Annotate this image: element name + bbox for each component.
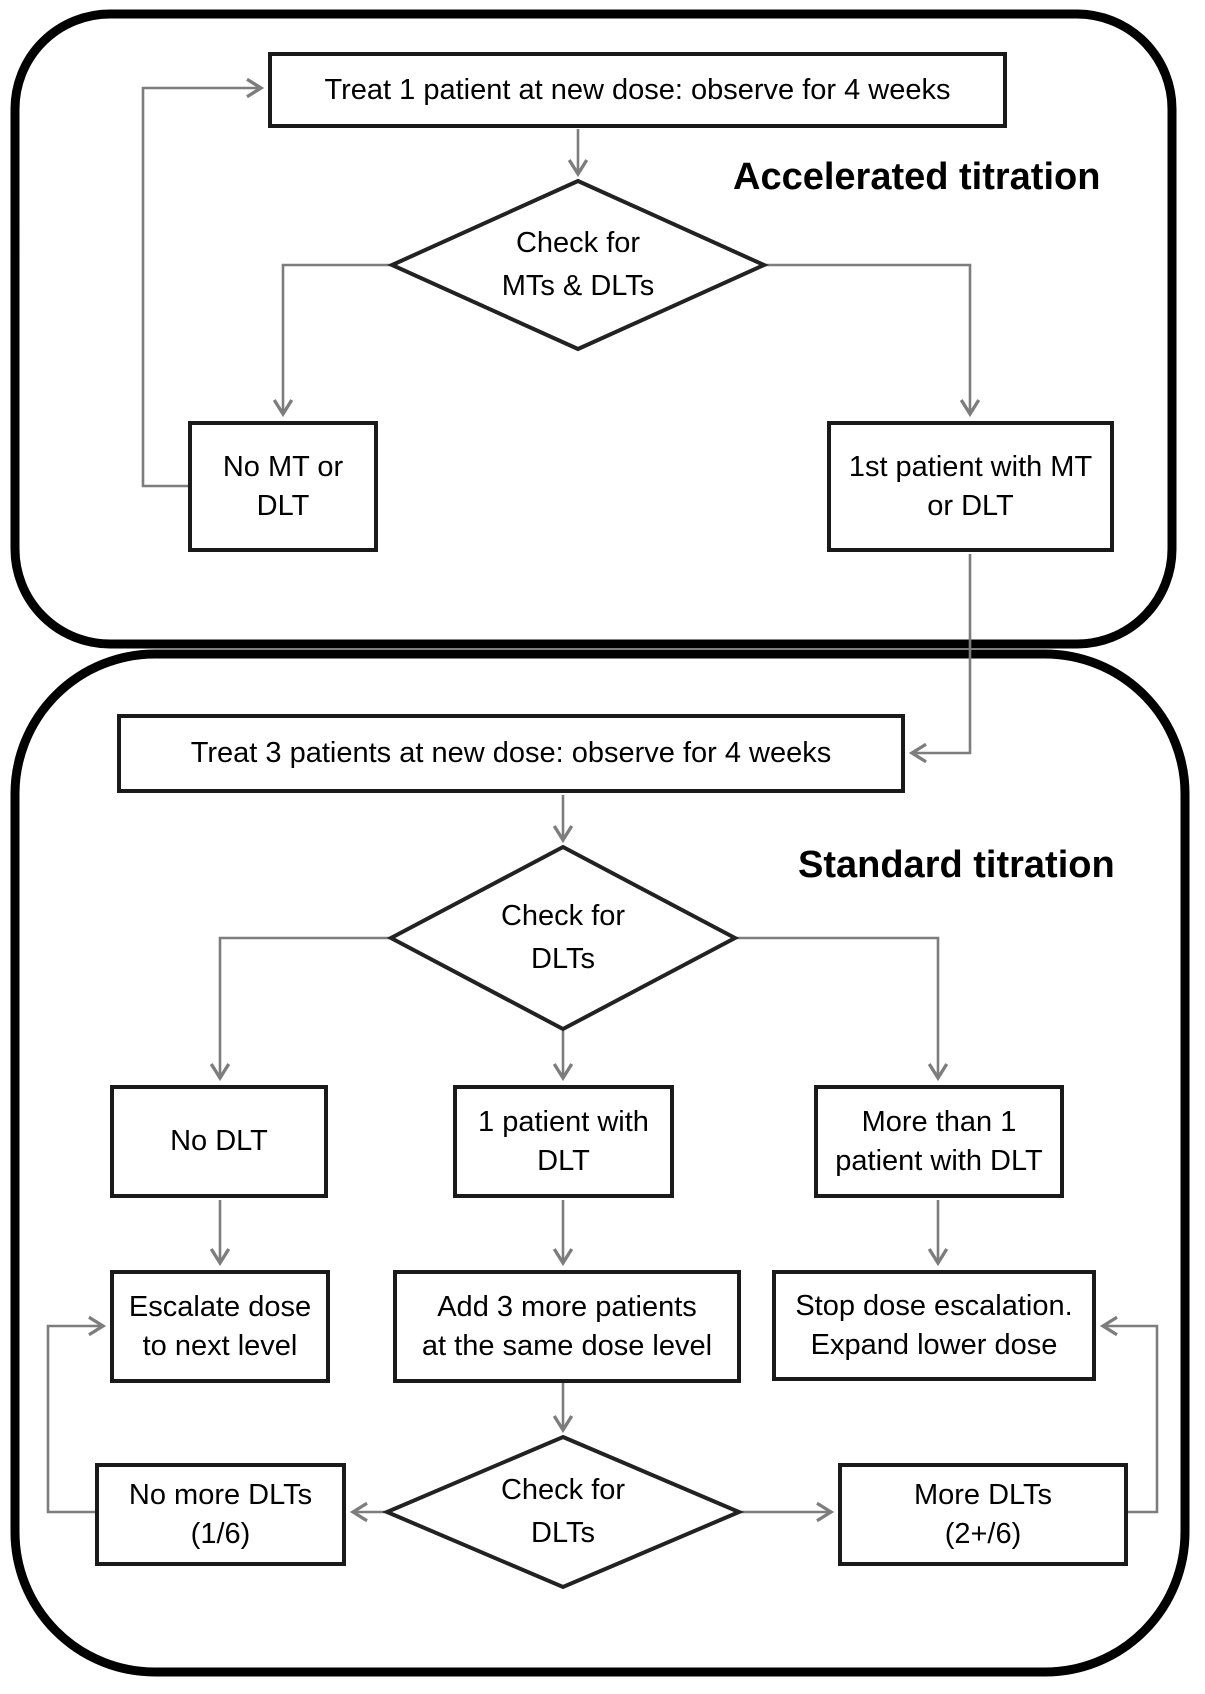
box-first-patient-with-mt-or-dlt: 1st patient with MT or DLT [827,421,1114,552]
accelerated-titration-title: Accelerated titration [733,156,1101,198]
box-no-more-dlts: No more DLTs (1/6) [95,1463,346,1566]
box-add-3-more-patients: Add 3 more patients at the same dose lev… [393,1270,741,1383]
decision-check-mts-dlts [387,178,769,352]
edge-check-dlts-to-more-than-one [735,936,949,1082]
edge-first-patient-to-treat3 [908,554,972,764]
box-no-dlt: No DLT [110,1085,328,1198]
box-escalate-dose: Escalate dose to next level [110,1270,330,1383]
standard-titration-title: Standard titration [798,844,1115,886]
box-more-than-one-patient-with-dlt: More than 1 patient with DLT [814,1085,1064,1198]
edge-check-mts-dlts-to-no-mt-dlt [272,263,392,418]
box-one-patient-with-dlt: 1 patient with DLT [453,1085,674,1198]
box-stop-dose-escalation: Stop dose escalation. Expand lower dose [772,1270,1096,1381]
edge-no-more-dlts-loop-to-escalate [46,1315,107,1514]
edge-no-mt-dlt-loop-to-treat1 [141,77,265,488]
accelerated-titration-container [10,9,1177,649]
box-more-dlts: More DLTs (2+/6) [838,1463,1128,1566]
edge-check-dlts-to-no-dlt [209,936,391,1082]
edge-more-dlts-loop-to-stop [1099,1315,1159,1514]
box-treat-3-patients: Treat 3 patients at new dose: observe fo… [117,714,905,793]
box-treat-1-patient: Treat 1 patient at new dose: observe for… [268,52,1007,128]
standard-titration-container [10,649,1190,1677]
box-no-mt-or-dlt: No MT or DLT [188,421,378,552]
edge-check-mts-dlts-to-first-patient [764,263,981,418]
decision-check-dlts-2 [381,1434,745,1590]
decision-check-dlts-1 [386,844,740,1032]
